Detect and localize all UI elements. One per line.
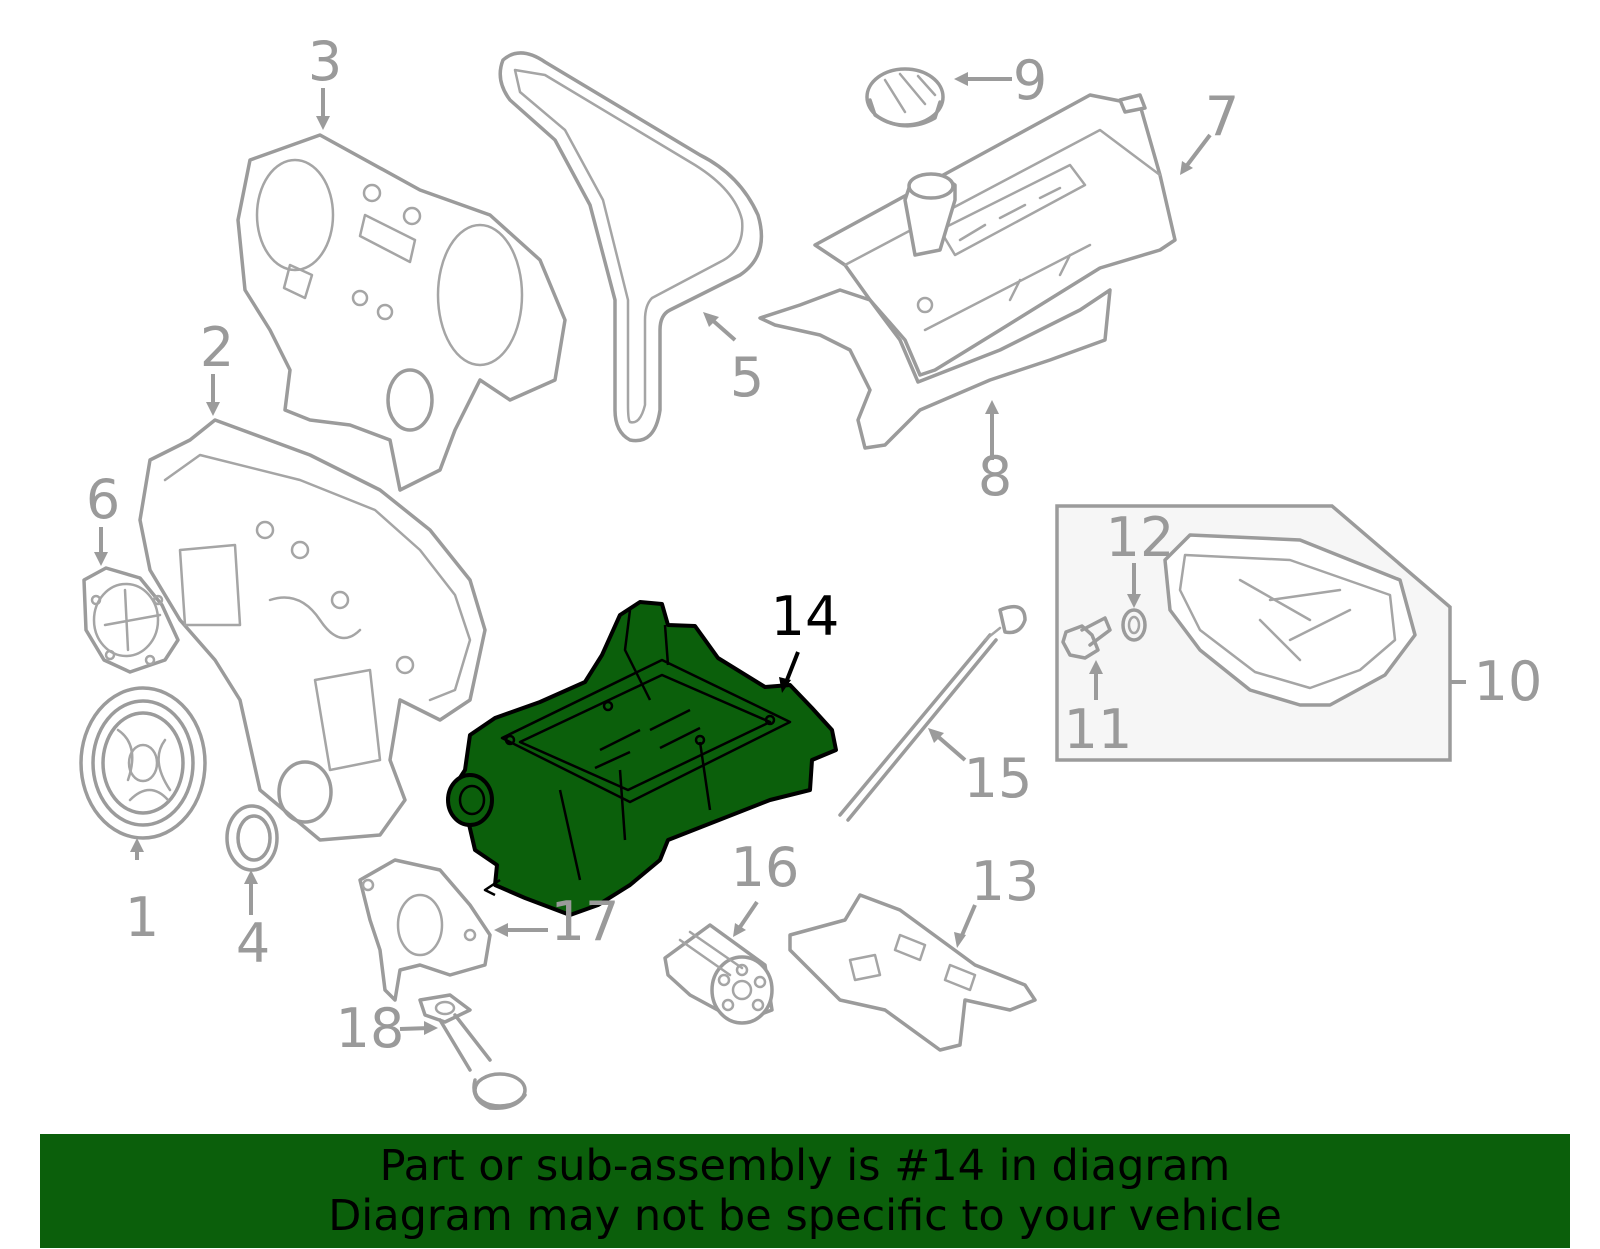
part-3-timing-case[interactable] xyxy=(236,133,567,492)
banner-line-1: Part or sub-assembly is #14 in diagram xyxy=(379,1141,1231,1191)
callout-18: 18 xyxy=(336,997,405,1060)
part-13-baffle-plate[interactable] xyxy=(788,893,1037,1052)
part-15-dipstick[interactable] xyxy=(838,604,1027,822)
callout-1: 1 xyxy=(125,886,159,949)
callout-5: 5 xyxy=(730,346,764,409)
part-18-strainer[interactable] xyxy=(418,993,527,1110)
callout-15: 15 xyxy=(964,747,1033,810)
info-banner: Part or sub-assembly is #14 in diagram D… xyxy=(40,1134,1570,1248)
part-6-water-pump[interactable] xyxy=(82,566,180,674)
callout-17: 17 xyxy=(551,890,620,953)
part-1-crank-pulley[interactable] xyxy=(79,686,207,840)
callout-4: 4 xyxy=(236,912,270,975)
callout-6: 6 xyxy=(86,468,120,531)
part-9-filler-cap[interactable] xyxy=(865,67,945,128)
banner-line-2: Diagram may not be specific to your vehi… xyxy=(328,1191,1282,1241)
part-4-seal[interactable] xyxy=(225,804,279,872)
part-11-drain-plug[interactable] xyxy=(1061,616,1112,660)
callout-2: 2 xyxy=(200,316,234,379)
part-16-oil-filter[interactable] xyxy=(663,923,774,1025)
callout-12: 12 xyxy=(1106,506,1175,569)
callout-labels: 1 2 3 4 5 6 7 8 9 10 11 12 13 14 15 16 1… xyxy=(86,30,1543,1060)
part-2-front-cover[interactable] xyxy=(138,418,487,842)
callout-16: 16 xyxy=(731,836,800,899)
callout-arrows xyxy=(94,72,1466,1035)
callout-3: 3 xyxy=(308,30,342,93)
part-14-oil-pan-upper[interactable] xyxy=(446,600,838,917)
callout-13: 13 xyxy=(971,850,1040,913)
part-7-valve-cover[interactable] xyxy=(813,93,1177,377)
callout-14: 14 xyxy=(771,585,840,648)
part-12-washer[interactable] xyxy=(1121,608,1147,642)
callout-10: 10 xyxy=(1474,650,1543,713)
part-10-assembly-box[interactable] xyxy=(1055,504,1452,762)
part-8-gasket[interactable] xyxy=(758,288,1112,450)
part-5-timing-chain[interactable] xyxy=(498,51,764,443)
part-17-oil-pump[interactable] xyxy=(358,858,492,1002)
callout-11: 11 xyxy=(1064,698,1133,761)
callout-9: 9 xyxy=(1013,49,1047,112)
callout-7: 7 xyxy=(1205,85,1239,148)
callout-8: 8 xyxy=(978,445,1012,508)
